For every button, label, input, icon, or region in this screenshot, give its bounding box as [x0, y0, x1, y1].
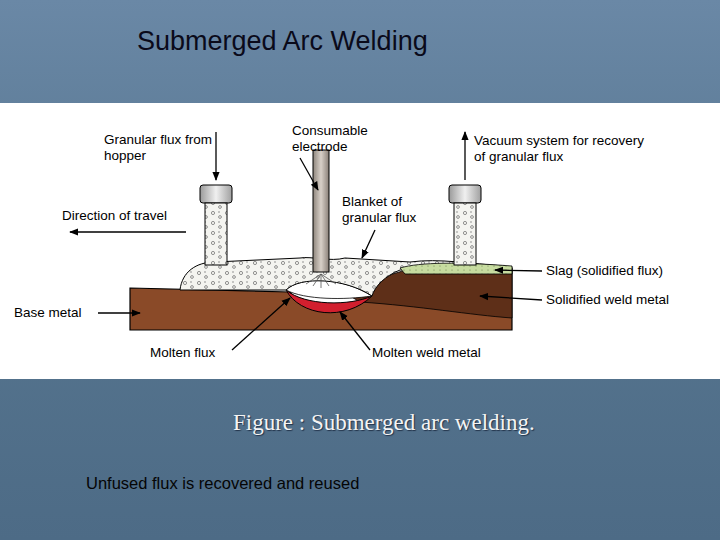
callout-label: Solidified weld metal [546, 292, 716, 308]
slide-title: Submerged Arc Welding [137, 26, 428, 57]
callout-label: Slag (solidified flux) [546, 263, 716, 279]
callout-label: Molten flux [150, 345, 250, 361]
callout-label: Direction of travel [62, 208, 192, 224]
callout-label: Base metal [14, 305, 98, 321]
callout-label: Blanket of granular flux [342, 194, 442, 226]
callout-label: Granular flux from hopper [104, 132, 214, 164]
slide-note: Unfused flux is recovered and reused [86, 474, 359, 493]
callout-label: Consumable electrode [292, 123, 392, 155]
figure-caption: Figure : Submerged arc welding. [233, 410, 535, 436]
callout-label: Vacuum system for recovery of granular f… [474, 133, 654, 165]
callout-label: Molten weld metal [372, 345, 532, 361]
